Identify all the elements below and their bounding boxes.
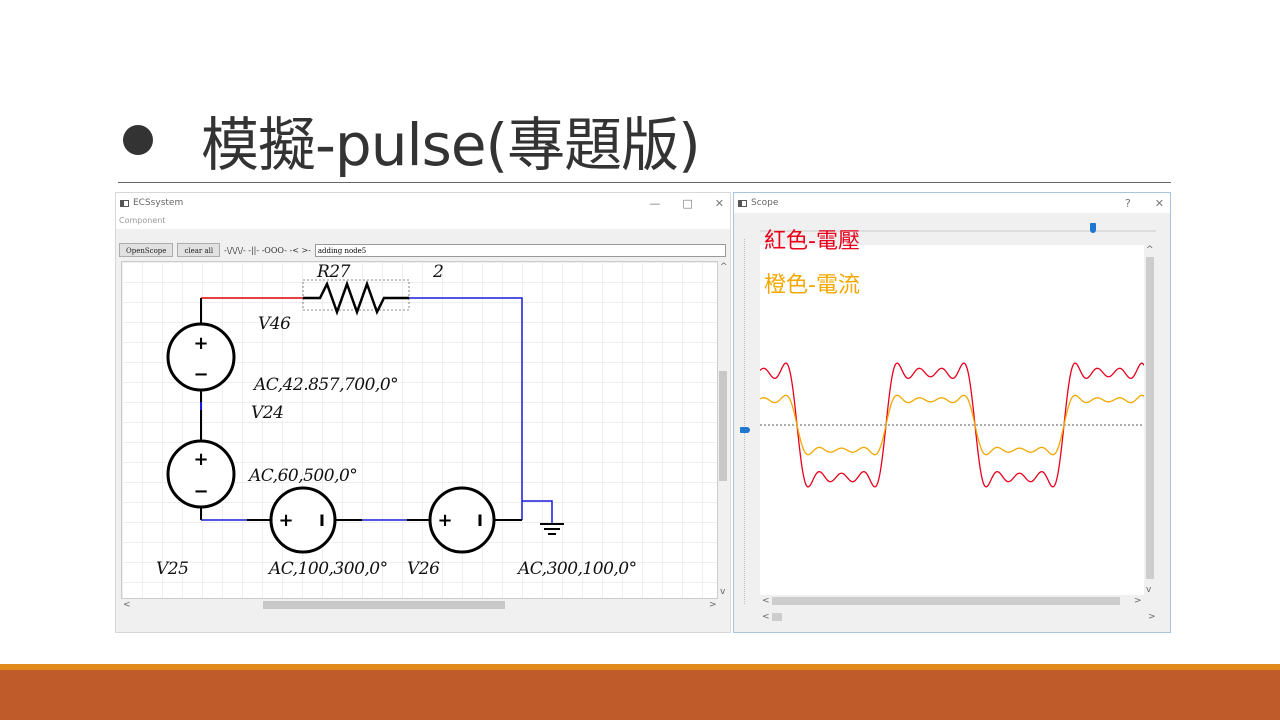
footer-accent-line [0, 664, 1280, 670]
footer-bar [0, 670, 1280, 720]
ground-wire [522, 500, 553, 524]
toolbar: OpenScope clear all -\/\/\/- -||- -OOO- … [119, 242, 726, 258]
horizontal-scroll-thumb[interactable] [263, 601, 505, 609]
bullet-icon [123, 125, 153, 155]
legend-current: 橙色-電流 [764, 273, 860, 298]
wire-blue [409, 297, 523, 520]
label-v25: V25 [156, 559, 189, 579]
scroll-down-arrow[interactable]: v [1146, 585, 1152, 595]
scroll-right-arrow[interactable]: > [1148, 612, 1156, 622]
outer-horizontal-scrollbar[interactable]: < > [760, 611, 1156, 623]
label-v24-value: AC,60,500,0° [249, 466, 358, 486]
plot-horizontal-scrollbar[interactable]: < > [760, 595, 1156, 607]
scope-window-title: Scope [751, 198, 779, 208]
close-button[interactable]: ✕ [714, 196, 724, 210]
canvas-horizontal-scrollbar[interactable]: < > [121, 599, 718, 611]
menu-component[interactable]: Component [119, 216, 166, 225]
canvas-vertical-scrollbar[interactable]: ^ v [718, 261, 728, 599]
voltage-series-line [759, 362, 1145, 488]
label-v25-value: AC,100,300,0° [269, 559, 388, 579]
scope-plot [759, 245, 1145, 597]
open-scope-button[interactable]: OpenScope [119, 243, 174, 257]
svg-text:+: + [278, 510, 293, 531]
maximize-button[interactable]: □ [682, 196, 693, 210]
label-v46: V46 [258, 314, 291, 334]
label-r27: R27 [317, 262, 350, 282]
clear-all-button[interactable]: clear all [177, 243, 221, 257]
slide-title-text: 模擬-pulse(專題版) [201, 111, 701, 179]
waveform-chart [759, 362, 1145, 488]
outer-horizontal-thumb[interactable] [772, 613, 782, 621]
ecs-titlebar[interactable]: ECSsystem — □ ✕ [116, 193, 730, 213]
menu-bar: Component [116, 213, 730, 229]
current-series-line [759, 394, 1145, 456]
label-v26-value: AC,300,100,0° [518, 559, 637, 579]
scroll-right-arrow[interactable]: > [1134, 596, 1142, 606]
help-button[interactable]: ? [1124, 196, 1131, 210]
app-icon [738, 199, 747, 207]
ecs-window: ECSsystem — □ ✕ Component OpenScope clea… [115, 192, 731, 633]
plot-horizontal-thumb[interactable] [772, 597, 1120, 605]
scope-window: Scope ? ✕ 紅色-電壓 橙色-電流 ^ v < > < > [733, 192, 1171, 633]
plot-vertical-scrollbar[interactable]: ^ v [1144, 245, 1156, 597]
legend-voltage: 紅色-電壓 [764, 229, 860, 254]
plot-vertical-thumb[interactable] [1146, 257, 1154, 579]
circuit-canvas[interactable]: + − + − + I + I R27 2 V46 [121, 261, 718, 599]
vertical-slider-thumb[interactable] [740, 427, 750, 433]
vertical-scroll-thumb[interactable] [719, 371, 727, 481]
close-button[interactable]: ✕ [1154, 196, 1164, 210]
svg-text:−: − [193, 364, 208, 385]
scroll-left-arrow[interactable]: < [123, 600, 131, 610]
ecs-window-title: ECSsystem [133, 198, 184, 208]
component-palette[interactable]: -\/\/\/- -||- -OOO- -< >- [224, 245, 311, 255]
scroll-left-arrow[interactable]: < [762, 596, 770, 606]
circuit-diagram: + − + − + I + I [166, 279, 564, 554]
label-v26: V26 [407, 559, 440, 579]
svg-text:+: + [193, 449, 208, 470]
scope-titlebar[interactable]: Scope ? ✕ [734, 193, 1170, 213]
resistor-icon [303, 280, 409, 316]
label-v24: V24 [251, 403, 284, 423]
scroll-down-arrow[interactable]: v [720, 587, 726, 597]
label-node2: 2 [433, 262, 444, 282]
scroll-right-arrow[interactable]: > [709, 600, 717, 610]
svg-text:+: + [437, 510, 452, 531]
svg-text:I: I [319, 511, 325, 530]
status-field: adding node5 [314, 243, 726, 257]
svg-text:I: I [477, 511, 483, 530]
label-v46-value: AC,42.857,700,0° [254, 375, 399, 395]
slide-title: 模擬-pulse(專題版) [118, 100, 701, 180]
svg-text:+: + [193, 333, 208, 354]
vertical-slider[interactable] [740, 239, 751, 604]
scroll-up-arrow[interactable]: ^ [1146, 245, 1154, 255]
app-icon [120, 199, 129, 207]
svg-text:−: − [193, 481, 208, 502]
scroll-up-arrow[interactable]: ^ [720, 262, 728, 272]
horizontal-slider-thumb[interactable] [1090, 223, 1096, 233]
horizontal-slider[interactable] [760, 223, 1156, 236]
title-divider [118, 182, 1171, 183]
scroll-left-arrow[interactable]: < [762, 612, 770, 622]
minimize-button[interactable]: — [649, 196, 661, 210]
